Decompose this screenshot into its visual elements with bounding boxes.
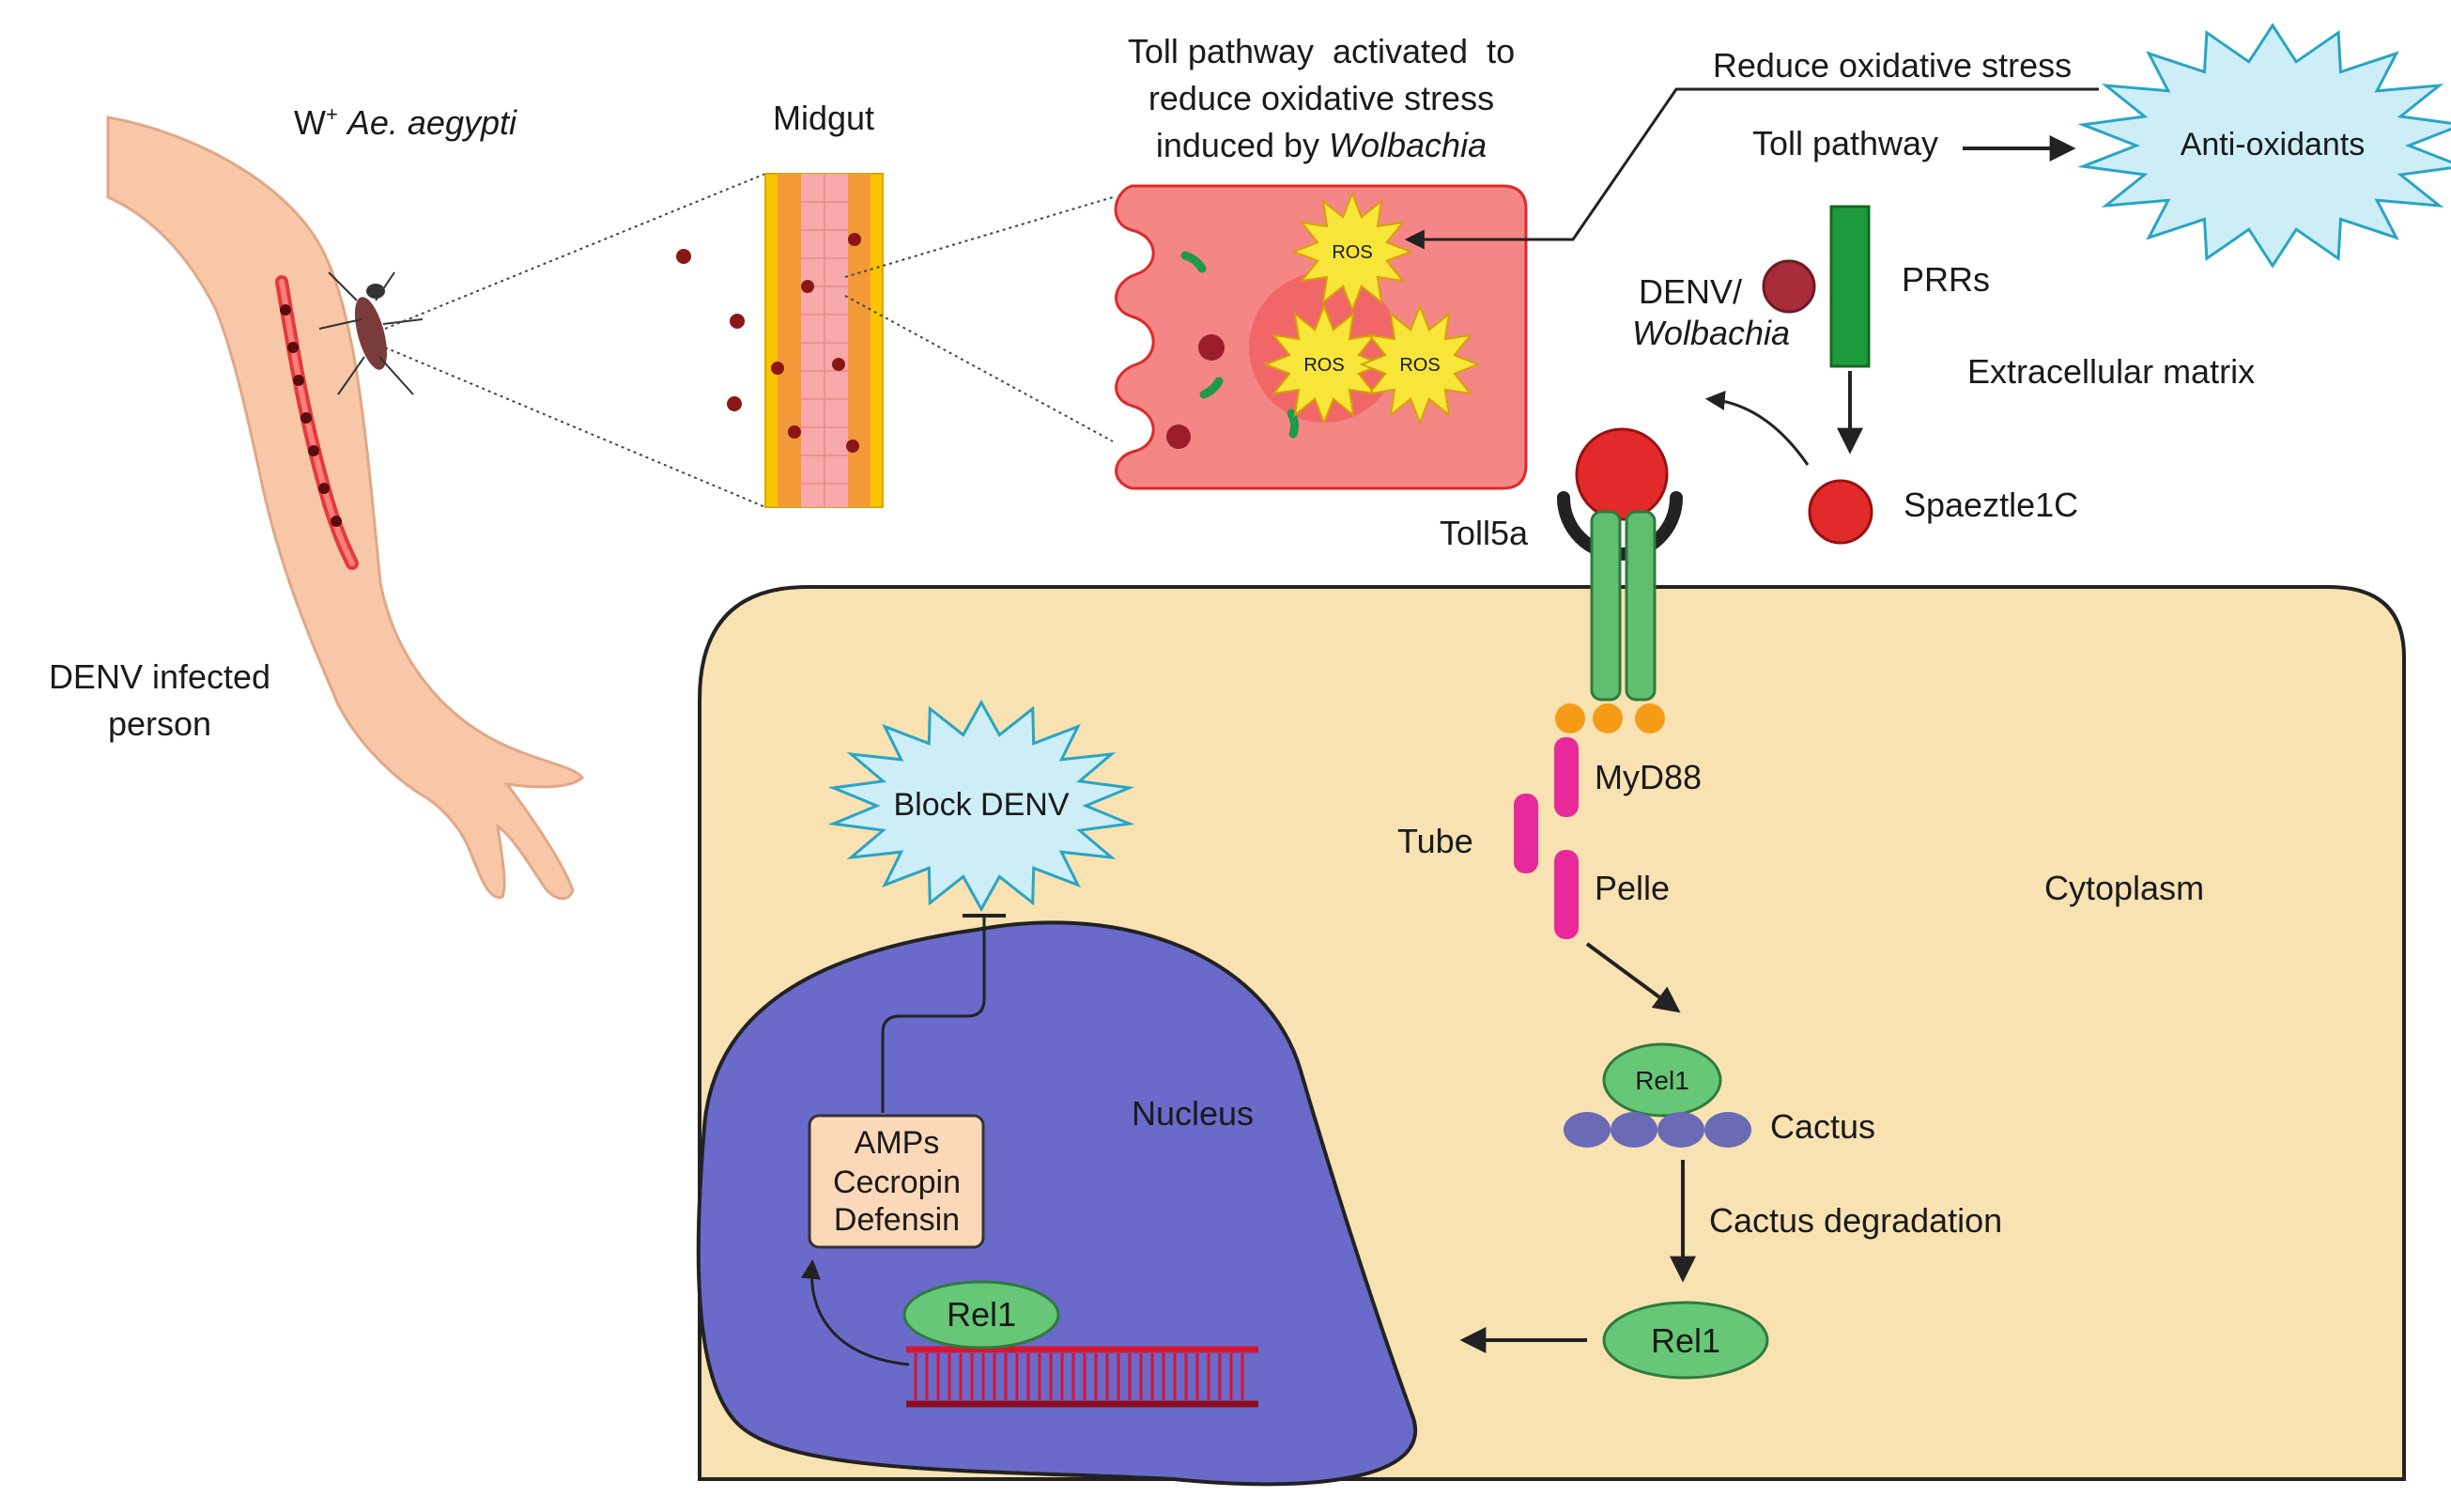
inhibition-line bbox=[881, 916, 986, 1113]
spaeztle-to-toll-arrow bbox=[1704, 390, 1810, 466]
amps-label-line2: Cecropin bbox=[833, 1165, 961, 1200]
rel1-bound-dna bbox=[902, 1280, 1060, 1350]
extracellular-label: Extracellular matrix bbox=[1967, 352, 2255, 391]
amps-label-line3: Defensin bbox=[834, 1202, 960, 1238]
toll-title-line3: induced by Wolbachia bbox=[1156, 126, 1487, 164]
pelle-label: Pelle bbox=[1595, 869, 1670, 907]
ros-burst: ROS bbox=[1359, 303, 1481, 425]
ros-burst: ROS bbox=[1291, 191, 1413, 313]
ros-label: ROS bbox=[1399, 355, 1440, 376]
dna-strand bbox=[906, 1346, 1258, 1408]
denv-particle-icon bbox=[1198, 334, 1225, 361]
myd88-label: MyD88 bbox=[1595, 758, 1702, 796]
denv-particles-midgut bbox=[676, 233, 861, 453]
pelle-to-rel1-arrow bbox=[1585, 942, 1681, 1013]
toll-title-line2: reduce oxidative stress bbox=[1148, 79, 1494, 117]
denv-particle-icon bbox=[1762, 259, 1816, 314]
rel1-cactus-label: Rel1 bbox=[1635, 1066, 1689, 1095]
rel1-cactus-complex bbox=[1602, 1042, 1722, 1118]
block-denv-label: Block DENV bbox=[893, 787, 1069, 823]
nucleus-label: Nucleus bbox=[1132, 1094, 1254, 1133]
denv-label-line1: DENV/ bbox=[1639, 272, 1742, 311]
cactus-degradation-label: Cactus degradation bbox=[1709, 1201, 2002, 1240]
reduce-stress-label: Reduce oxidative stress bbox=[1713, 46, 2072, 85]
nucleus bbox=[696, 920, 1417, 1487]
mosquito-label: W+ Ae. aegypti bbox=[294, 102, 517, 142]
denv-label-line2: Wolbachia bbox=[1632, 314, 1790, 352]
anti-oxidants-burst bbox=[2077, 23, 2451, 269]
denv-particle-icon bbox=[1166, 424, 1191, 449]
spaeztle-ligand bbox=[1808, 479, 1873, 545]
midgut-strip bbox=[764, 173, 884, 508]
tube-label: Tube bbox=[1397, 822, 1473, 860]
wolbachia-icon bbox=[1180, 251, 1300, 439]
amps-label-line1: AMPs bbox=[855, 1125, 940, 1161]
person-label-line2: person bbox=[108, 704, 211, 743]
human-arm-illustration bbox=[106, 116, 585, 901]
cactus-chain bbox=[1564, 1112, 1751, 1148]
ros-label: ROS bbox=[1303, 355, 1344, 376]
rel1-free-label: Rel1 bbox=[1651, 1321, 1720, 1360]
rel1-free bbox=[1602, 1301, 1769, 1380]
cytoplasm-label: Cytoplasm bbox=[2044, 869, 2204, 907]
reduce-stress-arrow bbox=[1404, 87, 2099, 250]
ros-label: ROS bbox=[1332, 242, 1372, 263]
adaptor-dots bbox=[1555, 703, 1665, 733]
toll5a-label: Toll5a bbox=[1440, 514, 1529, 552]
cactus-label: Cactus bbox=[1770, 1107, 1875, 1146]
toll5a-receptor bbox=[1557, 427, 1683, 702]
anti-oxidants-label: Anti-oxidants bbox=[2181, 127, 2366, 162]
toll-pathway-label: Toll pathway bbox=[1752, 124, 1938, 162]
midgut-label: Midgut bbox=[773, 99, 874, 137]
mosquito-icon bbox=[318, 271, 424, 395]
block-denv-burst bbox=[827, 699, 1135, 913]
transcription-arrow bbox=[801, 1258, 910, 1366]
prrs-label: PRRs bbox=[1902, 260, 1990, 299]
spaeztle-label: Spaeztle1C bbox=[1904, 486, 2078, 524]
prr-receptor bbox=[1829, 205, 1871, 368]
person-label-line1: DENV infected bbox=[49, 657, 270, 696]
zoom-lines-midgut bbox=[384, 173, 766, 508]
rel1-dna-label: Rel1 bbox=[947, 1295, 1016, 1334]
toll-title-line1: Toll pathway activated to bbox=[1128, 32, 1515, 70]
myd88-tube-pelle-complex bbox=[1514, 737, 1579, 939]
amps-box bbox=[808, 1114, 985, 1249]
zoom-lines-cell bbox=[844, 196, 1114, 442]
